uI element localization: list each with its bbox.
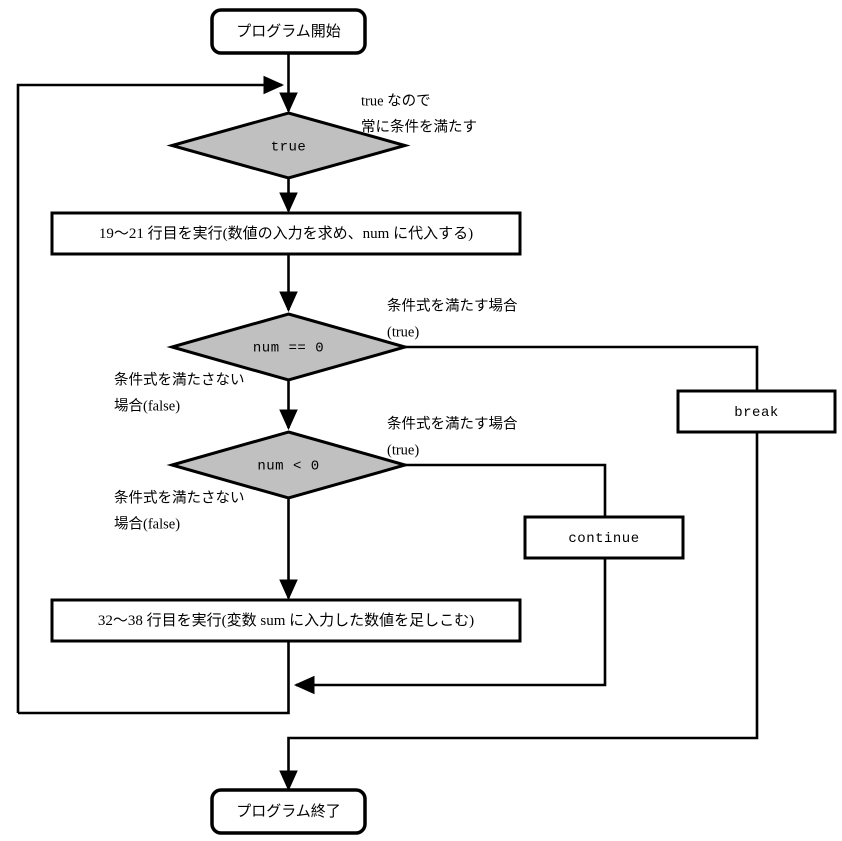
- node-loop-condition-shape: [166, 111, 411, 180]
- node-check-zero-shape: [166, 312, 411, 382]
- annotation-check-negative-false-line1: 条件式を満たさない: [114, 489, 245, 506]
- node-loop-condition-label: true: [271, 140, 307, 156]
- annotation-loop-always-true-line1: true なので: [361, 92, 431, 109]
- annotation-check-negative-true-line2: (true): [387, 442, 419, 458]
- node-continue[interactable]: continue: [523, 515, 685, 560]
- node-break-label: break: [734, 405, 779, 421]
- node-sum-process-shape: [50, 598, 522, 643]
- annotation-check-negative-false-line2: 場合(false): [114, 515, 180, 532]
- node-check-zero[interactable]: num == 0: [166, 312, 411, 382]
- node-start-label: プログラム開始: [236, 23, 341, 40]
- annotation-loop-always-true: true なので 常に条件を満たす: [361, 92, 477, 135]
- annotation-check-zero-true: 条件式を満たす場合 (true): [387, 297, 518, 340]
- annotation-check-zero-true-line2: (true): [387, 324, 419, 340]
- node-break[interactable]: break: [676, 389, 837, 434]
- annotation-check-zero-true-line1: 条件式を満たす場合: [387, 297, 518, 314]
- node-loop-condition[interactable]: true: [166, 111, 411, 180]
- node-end[interactable]: プログラム終了: [210, 788, 367, 835]
- edge-continue-to-loopback: [293, 558, 607, 695]
- edge-check-negative-true-to-continue: [405, 463, 607, 517]
- annotation-check-negative-true: 条件式を満たす場合 (true): [387, 415, 518, 458]
- node-start[interactable]: プログラム開始: [210, 8, 367, 55]
- node-check-zero-label: num == 0: [253, 341, 324, 357]
- node-check-negative-label: num < 0: [257, 459, 319, 475]
- node-end-shape: [210, 788, 367, 835]
- edge-break-to-end: [279, 432, 759, 792]
- annotation-check-zero-false: 条件式を満たさない 場合(false): [114, 371, 245, 414]
- node-sum-process[interactable]: 32〜38 行目を実行(変数 sum に入力した数値を足しこむ): [50, 598, 522, 643]
- node-continue-label: continue: [568, 531, 639, 547]
- node-end-label: プログラム終了: [236, 803, 341, 820]
- node-start-shape: [210, 8, 367, 55]
- node-check-negative-shape: [166, 430, 411, 500]
- annotation-check-negative-true-line1: 条件式を満たす場合: [387, 415, 518, 432]
- annotation-loop-always-true-line2: 常に条件を満たす: [361, 118, 477, 135]
- annotation-check-zero-false-line1: 条件式を満たさない: [114, 371, 245, 388]
- edge-sum-to-loopback: [18, 641, 290, 715]
- node-check-negative[interactable]: num < 0: [166, 430, 411, 500]
- edge-check-zero-true-to-break: [405, 345, 759, 391]
- node-break-shape: [676, 389, 837, 434]
- node-input-process[interactable]: 19〜21 行目を実行(数値の入力を求め、num に代入する): [50, 211, 522, 256]
- node-input-process-shape: [50, 211, 522, 256]
- annotation-check-zero-false-line2: 場合(false): [114, 397, 180, 414]
- node-sum-process-label: 32〜38 行目を実行(変数 sum に入力した数値を足しこむ): [98, 612, 474, 629]
- node-input-process-label: 19〜21 行目を実行(数値の入力を求め、num に代入する): [99, 225, 473, 242]
- annotation-check-negative-false: 条件式を満たさない 場合(false): [114, 489, 245, 532]
- edge-loopback-to-loop: [16, 75, 285, 713]
- node-continue-shape: [523, 515, 685, 560]
